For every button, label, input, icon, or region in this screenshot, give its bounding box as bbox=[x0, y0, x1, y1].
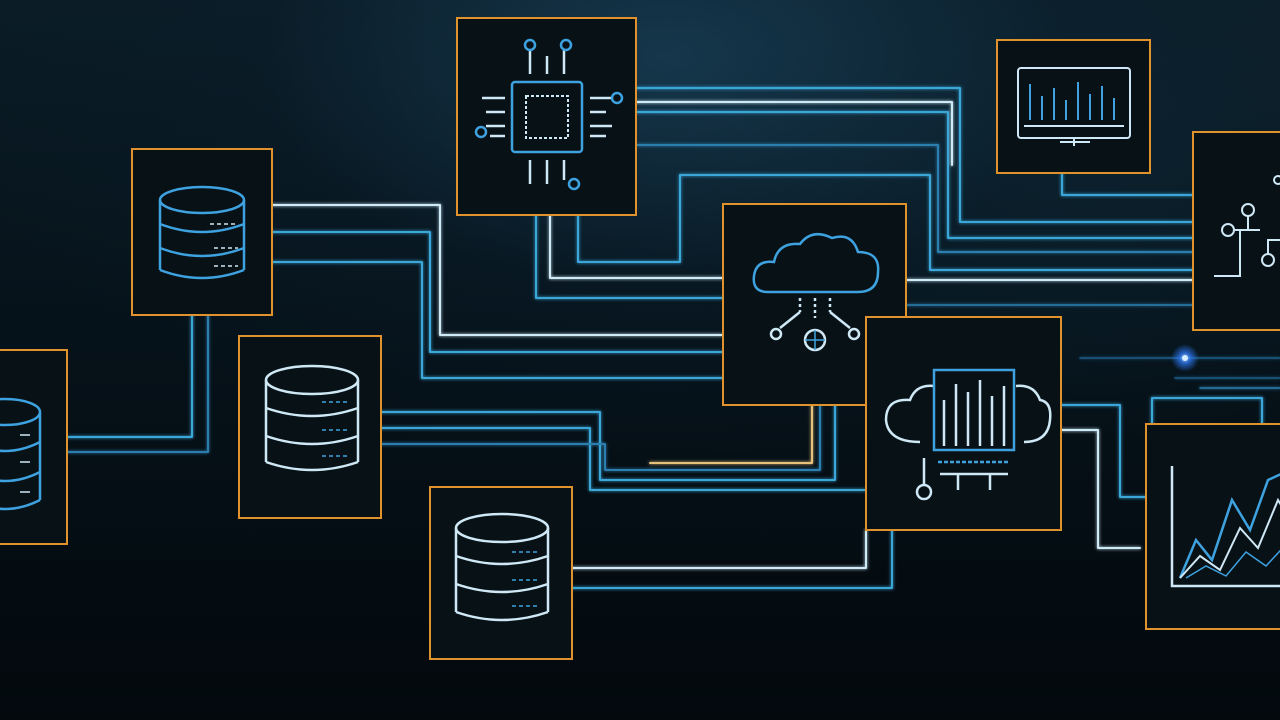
connector-line bbox=[1151, 397, 1263, 425]
cloud-network-icon bbox=[752, 232, 880, 352]
connector-line bbox=[649, 404, 813, 464]
connector-line bbox=[1061, 172, 1194, 196]
database-icon bbox=[0, 397, 42, 511]
connector-line bbox=[67, 314, 193, 438]
node-monitor-dashboard bbox=[996, 39, 1151, 174]
connector-line bbox=[271, 261, 723, 379]
cpu-chip-icon bbox=[474, 38, 624, 191]
circuit-icon bbox=[1214, 175, 1280, 277]
database-icon bbox=[454, 512, 550, 622]
connector-line bbox=[635, 111, 1194, 239]
database-icon bbox=[158, 185, 246, 280]
node-database-bottom bbox=[429, 486, 573, 660]
node-processor-chip bbox=[456, 17, 637, 216]
connector-line bbox=[535, 214, 723, 299]
connector-line bbox=[271, 204, 723, 336]
connector-line bbox=[571, 529, 867, 569]
connector-line bbox=[635, 144, 1194, 253]
node-database-center-left bbox=[238, 335, 382, 519]
node-circuit-right-edge bbox=[1192, 131, 1280, 331]
node-database-upper-left bbox=[131, 148, 273, 316]
cloud-bar-chart-icon bbox=[884, 368, 1052, 501]
connector-line bbox=[271, 231, 723, 353]
connector-line bbox=[635, 101, 953, 166]
connector-line bbox=[577, 174, 1194, 271]
database-icon bbox=[264, 364, 360, 472]
node-database-left-edge bbox=[0, 349, 68, 545]
connector-lines bbox=[67, 87, 1280, 589]
node-cloud-bar-analytics bbox=[865, 316, 1062, 531]
monitor-chart-icon bbox=[1017, 67, 1131, 146]
connector-line bbox=[380, 404, 821, 471]
connector-line bbox=[635, 87, 1194, 223]
node-area-chart-right bbox=[1145, 423, 1280, 630]
connector-line bbox=[571, 529, 893, 589]
glow-spark bbox=[1171, 344, 1199, 372]
connector-line bbox=[67, 314, 209, 453]
connector-line bbox=[380, 404, 836, 481]
connector-line bbox=[380, 427, 866, 491]
connector-line bbox=[1060, 404, 1147, 498]
area-chart-icon bbox=[1170, 466, 1280, 588]
connector-line bbox=[549, 214, 723, 279]
connector-line bbox=[1060, 429, 1141, 549]
